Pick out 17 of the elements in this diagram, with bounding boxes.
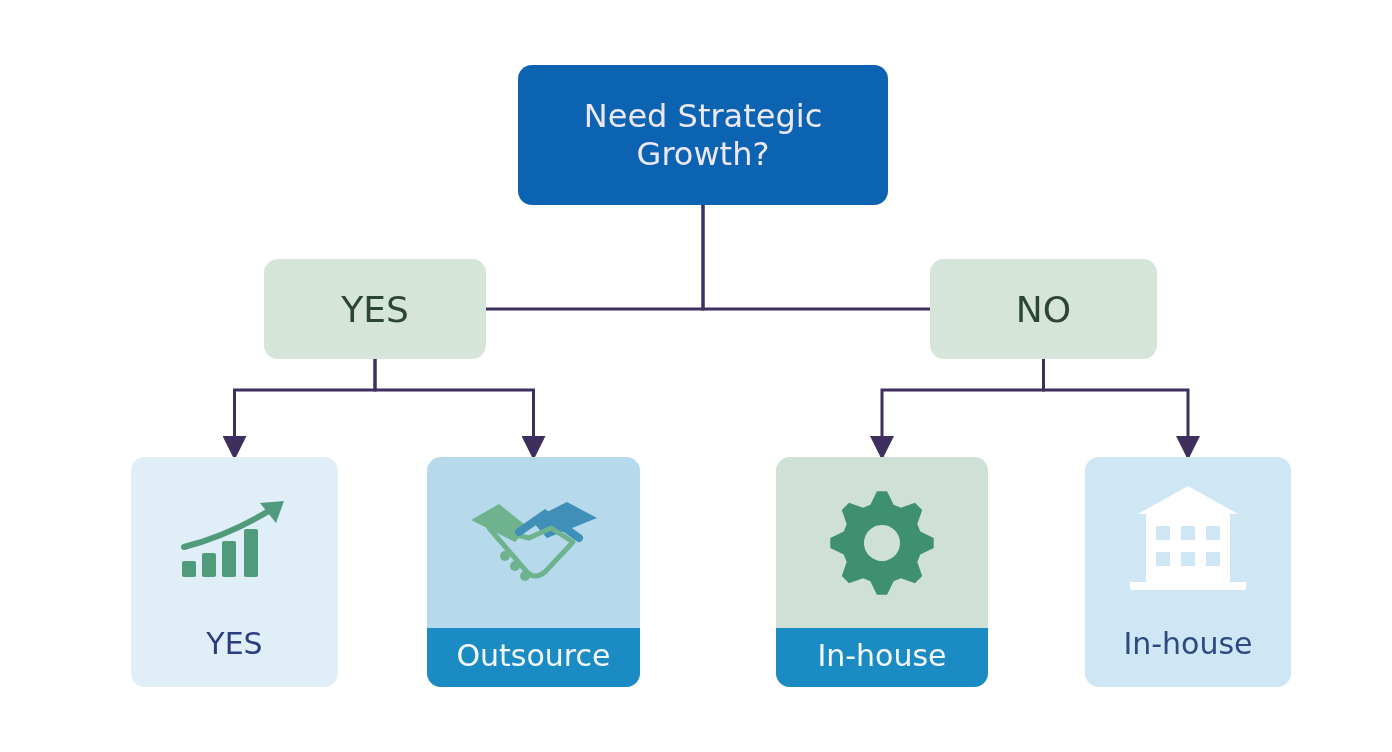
option-label: YES — [205, 625, 264, 663]
connector-arrow — [1042, 359, 1200, 460]
connector-line — [701, 205, 930, 311]
decision-box — [518, 65, 888, 205]
option-card — [427, 457, 640, 687]
option-card — [776, 457, 988, 687]
answer-box — [264, 259, 486, 359]
answer-box — [930, 259, 1157, 359]
option-label-band: Outsource — [427, 628, 640, 687]
answer-text: NO — [1014, 288, 1073, 330]
option-label: In-house — [1122, 625, 1254, 663]
connector-arrow — [373, 359, 546, 460]
option-card — [131, 457, 338, 687]
option-label-band: In-house — [776, 628, 988, 687]
option-card — [1085, 457, 1291, 687]
answer-text: YES — [340, 288, 410, 330]
question-text: Need Strategic Growth? — [582, 97, 824, 173]
